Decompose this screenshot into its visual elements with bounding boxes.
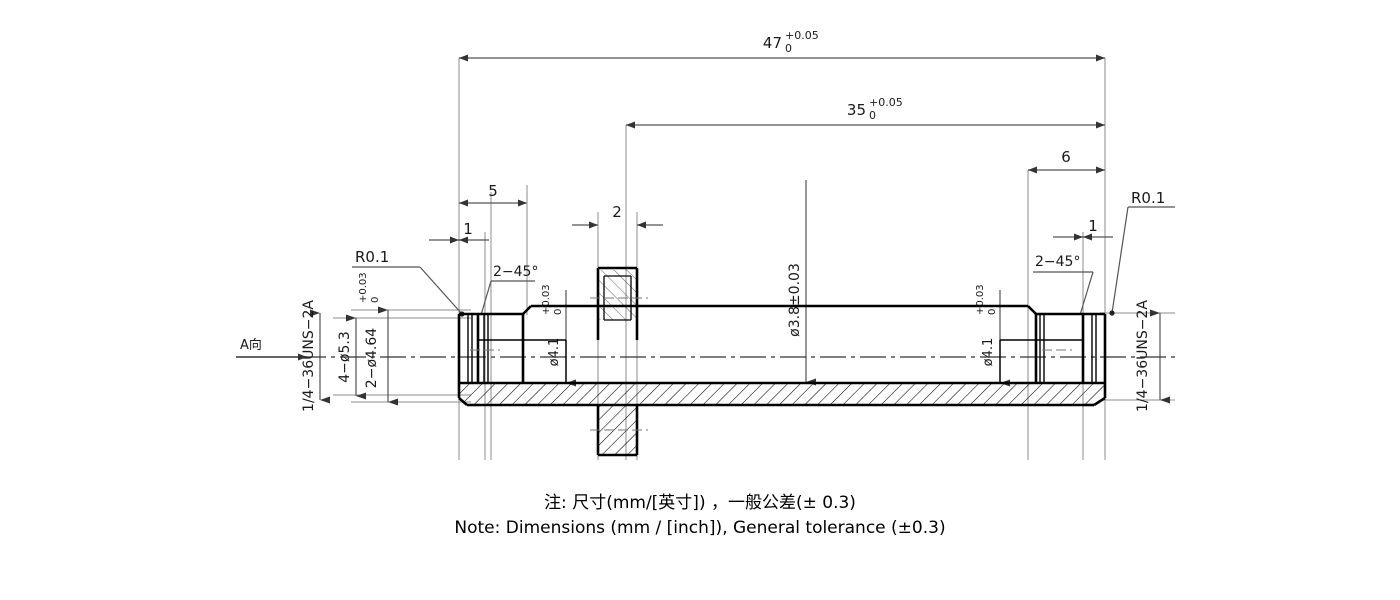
- dimension-flange-width: 2: [572, 203, 663, 229]
- callout-chamfer-left: 2−45°: [493, 264, 538, 280]
- dimension-right-shoulder: 6: [1028, 148, 1105, 174]
- dim-od-left-minor-value: 2−ø4.64: [364, 328, 380, 388]
- dim-5-value: 5: [488, 182, 498, 200]
- dim-bore-left-tol-upper: +0.03: [541, 284, 552, 315]
- leader-radius-left: R0.1: [352, 248, 465, 317]
- callout-radius-left: R0.1: [355, 248, 389, 266]
- callout-thread-right: 1/4−36UNS−2A: [1135, 300, 1151, 412]
- dim-bore-main-value: ø3.8±0.03: [787, 263, 803, 337]
- callout-radius-right: R0.1: [1131, 189, 1165, 207]
- dimension-overall-length: 47 +0.05 0: [459, 29, 1105, 62]
- dim-bore-right-value: ø4.1: [981, 338, 996, 367]
- dimension-thread-left: 1/4−36UNS−2A: [301, 300, 330, 412]
- part-geometry: [457, 266, 1107, 457]
- dim-2-value: 2: [612, 203, 622, 221]
- dim-1-left-value: 1: [463, 220, 473, 238]
- leader-chamfer-right: 2−45°: [1033, 254, 1094, 316]
- dim-1-right-value: 1: [1088, 217, 1098, 235]
- view-arrow-a: A向: [236, 337, 307, 361]
- dimension-left-chamfer: 1: [429, 220, 489, 244]
- dim-35-value: 35: [847, 101, 866, 119]
- dim-47-value: 47: [763, 34, 782, 52]
- callout-chamfer-right: 2−45°: [1035, 254, 1080, 270]
- note-english: Note: Dimensions (mm / [inch]), General …: [454, 518, 946, 538]
- dim-bore-right-tol-lower: 0: [987, 309, 998, 315]
- dimension-inner-length: 35 +0.05 0: [626, 96, 1105, 129]
- dim-35-tol-lower: 0: [869, 109, 876, 122]
- leader-radius-right: R0.1: [1109, 189, 1175, 316]
- dim-od-left-minor-tol-lower: 0: [370, 297, 381, 303]
- callout-view-arrow: A向: [240, 337, 262, 353]
- dimension-bore-right: ø4.1 +0.03 0: [975, 284, 1010, 387]
- dimension-right-chamfer: 1: [1053, 217, 1113, 241]
- dimension-thread-right: 1/4−36UNS−2A: [1135, 300, 1170, 412]
- dim-6-value: 6: [1061, 148, 1071, 166]
- dimension-left-shoulder: 5: [459, 182, 528, 315]
- dim-bore-right-tol-upper: +0.03: [975, 284, 986, 315]
- dimension-bore-main: ø3.8±0.03: [787, 180, 816, 386]
- leader-chamfer-left: 2−45°: [480, 264, 538, 316]
- dim-bore-left-tol-lower: 0: [553, 309, 564, 315]
- dimension-od-left-minor: 2−ø4.64 +0.03 0: [358, 272, 398, 406]
- callout-thread-left: 1/4−36UNS−2A: [301, 300, 317, 412]
- dim-od-left-minor-tol-upper: +0.03: [358, 272, 369, 303]
- dim-47-tol-lower: 0: [785, 42, 792, 55]
- dimension-bore-left: ø4.1 +0.03 0: [541, 284, 576, 387]
- note-chinese: 注: 尺寸(mm/[英寸]) ，一般公差(± 0.3): [544, 493, 856, 513]
- dim-47-tol-upper: +0.05: [785, 29, 819, 42]
- dim-35-tol-upper: +0.05: [869, 96, 903, 109]
- dim-bore-left-value: ø4.1: [547, 338, 562, 367]
